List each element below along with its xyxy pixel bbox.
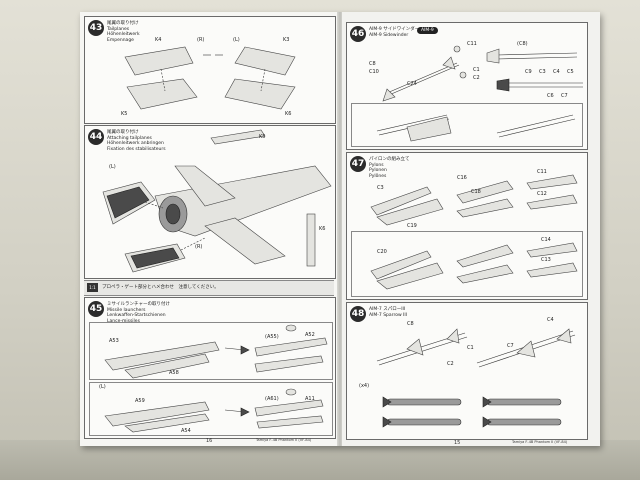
step-43-label: K5 [121,111,128,117]
step-43-label: K4 [155,37,162,43]
step-48-label: C8 [407,321,414,327]
step-48-panel: 48 AIM-7 スパローIII AIM-7 Sparrow III [346,302,588,440]
note-bar: 1:1 プロペラ・ゲート部分とハメ合わせ 注意してください。 [84,280,334,296]
step-44-label: K5 [259,134,266,140]
step-47-label: C12 [537,191,547,197]
step-46-sidewinder-badge: AIM-9 [417,27,438,34]
step-46-label: C10 [369,69,379,75]
step-47-label: C18 [471,189,481,195]
step-47-label: C16 [457,175,467,181]
step-46-label: C2 [473,75,480,81]
step-47-panel: 47 パイロンの組み立て Pylons Pylonen Pylônes C3 C… [346,152,588,300]
step-43-label: (L) [233,37,240,43]
step-48-sparrow-drawing [376,328,576,428]
step-48-caption: AIM-7 スパローIII AIM-7 Sparrow III [369,307,408,318]
step-46-panel: 46 AIM-9 サイドワインダー AIM-9 Sidewinder AIM-9 [346,22,588,150]
step-43-label: K6 [285,111,292,117]
step-47-label: C20 [377,249,387,255]
step-47-pylon-drawing [370,174,578,290]
step-45-label: A53 [109,338,119,344]
step-46-caption: AIM-9 サイドワインダー AIM-9 Sidewinder [369,27,420,38]
step-43-label: (R) [197,37,205,43]
step-47-caption: パイロンの組み立て Pylons Pylonen Pylônes [369,157,410,179]
right-page-number: 15 [454,440,461,446]
step-45-panel: 45 ミサイルランチャーの取り付け Missile launchers Lenk… [84,297,336,439]
step-48-number: 48 [350,306,366,322]
step-46-number: 46 [350,26,366,42]
step-43-caption: 尾翼の取り付け Tailplanes Höhenleitwerk Empenna… [107,21,140,43]
step-47-label: C11 [537,169,547,175]
step-48-label: C4 [547,317,554,323]
step-47-label: C19 [407,223,417,229]
step-48-label: C1 [467,345,474,351]
step-46-lower-subpanel [351,103,583,147]
step-46-label: C4 [553,69,560,75]
step-45-label: (A55) [265,334,279,340]
right-footer-credit: Tamiya F-4B Phantom II (VF-84) [512,440,568,444]
step-44-caption: 尾翼の取り付け Attaching tailplanes Höhenleitwe… [107,130,166,152]
step-47-number: 47 [350,156,366,172]
step-46-label: C8 [369,61,376,67]
step-46-label: C5 [567,69,574,75]
step-45-label: (L) [99,384,106,390]
step-43-number: 43 [88,20,104,36]
step-45-label: A59 [135,398,145,404]
step-45-caption: ミサイルランチャーの取り付け Missile launchers Lenkwaf… [107,302,170,324]
step-43-panel: 43 尾翼の取り付け Tailplanes Höhenleitwerk Empe… [84,16,336,124]
step-46-label: C24 [407,81,417,87]
left-footer-credit: Tamiya F-4B Phantom II (VF-84) [256,438,312,442]
step-44-panel: 44 尾翼の取り付け Attaching tailplanes Höhenlei… [84,125,336,279]
step-46-label: C11 [467,41,477,47]
background-table [0,440,640,480]
note-warning-icon: 1:1 [87,283,98,292]
step-45-label: A52 [305,332,315,338]
left-page: 43 尾翼の取り付け Tailplanes Höhenleitwerk Empe… [80,12,338,446]
step-43-label: K3 [283,37,290,43]
step-48-label: C2 [447,361,454,367]
step-45-number: 45 [88,301,104,317]
step-44-label: K6 [319,226,326,232]
step-46-label: C9 [525,69,532,75]
note-text: プロペラ・ゲート部分とハメ合わせ 注意してください。 [102,285,219,290]
right-page: 46 AIM-9 サイドワインダー AIM-9 Sidewinder AIM-9 [342,12,600,446]
step-48-label: (x4) [359,383,370,389]
step-45-label: A58 [169,370,179,376]
step-46-label: C3 [539,69,546,75]
step-45-label: (A61) [265,396,279,402]
step-45-label: A54 [181,428,191,434]
step-46-label: C1 [473,67,480,73]
left-page-number: 16 [206,438,213,444]
step-48-label: C7 [507,343,514,349]
step-45-label: A11 [305,396,315,402]
booklet-spine [337,12,343,446]
step-46-missile-drawing [376,45,583,142]
step-46-label: C6 [547,93,554,99]
step-44-fuselage-drawing [102,129,332,273]
step-44-label: (L) [109,164,116,170]
step-44-number: 44 [88,129,104,145]
step-45-launcher-drawing [104,324,328,433]
step-46-label: (C8) [517,41,528,47]
instruction-booklet: 43 尾翼の取り付け Tailplanes Höhenleitwerk Empe… [80,12,600,446]
step-47-label: C14 [541,237,551,243]
step-43-tailplane-drawing [124,46,296,110]
step-44-label: (R) [195,244,203,250]
step-46-label: C7 [561,93,568,99]
step-47-label: C3 [377,185,384,191]
step-47-label: C13 [541,257,551,263]
